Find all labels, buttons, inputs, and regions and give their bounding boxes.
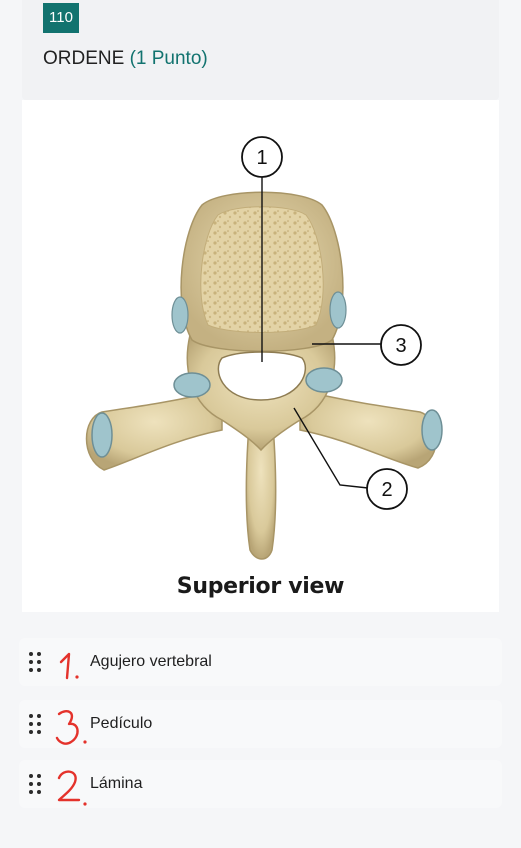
handwritten-annotation [57,770,87,806]
callout-number-2: 2 [381,479,392,501]
order-item-label: Lámina [90,775,143,792]
left-superior-facet [173,372,211,398]
order-item-label: Agujero vertebral [90,653,212,670]
callout-circle-3 [380,324,422,366]
drag-handle-icon[interactable] [29,714,41,734]
order-item-2[interactable]: Pedículo [19,700,502,748]
vertebra-illustration: 1 3 2 [85,136,443,560]
left-costal-facet [171,296,189,334]
question-header: 110 ORDENE (1 Punto) [22,0,499,100]
order-item-3[interactable]: Lámina [19,760,502,808]
question-title-text: ORDENE [43,48,125,69]
vertebra-figure: 1 3 2 Superior view [22,100,499,612]
callout-number-1: 1 [256,147,267,169]
right-costal-facet [329,291,347,329]
figure-caption: Superior view [176,574,345,599]
question-points: (1 Punto) [129,48,208,69]
handwritten-annotation [59,652,79,680]
question-number-badge: 110 [43,3,79,33]
callout-number-3: 3 [395,335,406,357]
spinous-process [245,411,277,560]
right-transverse-facet [421,409,443,451]
callout-circle-1 [241,136,283,178]
question-title: ORDENE (1 Punto) [43,48,208,70]
right-superior-facet [305,367,343,393]
left-transverse-facet [91,412,113,458]
order-item-1[interactable]: Agujero vertebral [19,638,502,686]
left-transverse-process [85,389,223,471]
callout-circle-2 [366,468,408,510]
drag-handle-icon[interactable] [29,774,41,794]
callout-line-2 [293,407,369,489]
order-item-label: Pedículo [90,715,153,732]
handwritten-annotation [55,710,87,745]
drag-handle-icon[interactable] [29,652,41,672]
